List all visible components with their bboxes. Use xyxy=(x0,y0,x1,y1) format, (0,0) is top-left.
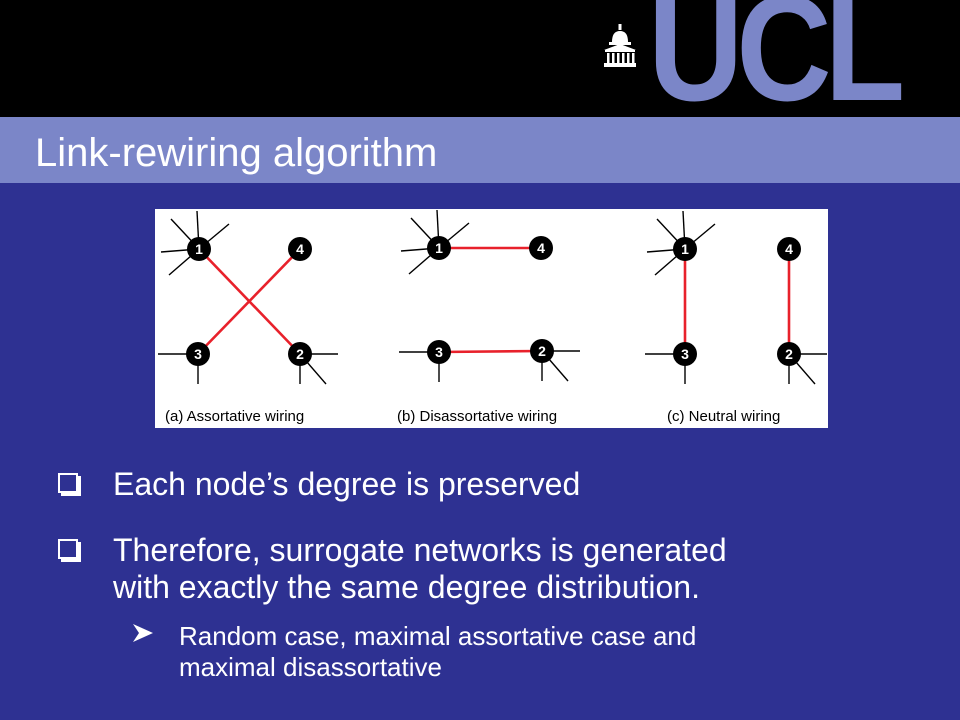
panel-caption: (a) Assortative wiring xyxy=(165,408,304,425)
node-label-2: 2 xyxy=(785,346,793,362)
node-3 xyxy=(427,340,451,364)
slide-title: Link-rewiring algorithm xyxy=(35,131,438,175)
top-bar xyxy=(0,0,960,117)
link-4-3 xyxy=(197,248,301,355)
title-band xyxy=(0,117,960,183)
node-label-2: 2 xyxy=(538,343,546,359)
panel-caption: (b) Disassortative wiring xyxy=(397,408,557,425)
bullet-text: Therefore, surrogate networks is generat… xyxy=(113,532,727,606)
node-label-1: 1 xyxy=(681,241,689,257)
node-label-3: 3 xyxy=(194,346,202,362)
bullet-line: with exactly the same degree distributio… xyxy=(113,569,700,605)
node-3 xyxy=(673,342,697,366)
node-label-4: 4 xyxy=(537,240,545,256)
ucl-logo: UCL xyxy=(648,0,905,132)
bullet-degree-preserved: Each node’s degree is preserved xyxy=(58,466,858,503)
node-2 xyxy=(288,342,312,366)
wiring-diagram-canvas: 1 4 3 2 (a) Assortative wiring 1 4 3 2 (b) Disass… xyxy=(158,209,827,425)
node-3 xyxy=(186,342,210,366)
sub-bullet-line: maximal disassortative xyxy=(179,652,442,682)
checkbox-bullet-icon xyxy=(58,539,78,559)
bullet-line: Therefore, surrogate networks is generat… xyxy=(113,532,727,568)
node-4 xyxy=(288,237,312,261)
node-label-2: 2 xyxy=(296,346,304,362)
checkbox-bullet-icon xyxy=(58,473,78,493)
node-label-1: 1 xyxy=(435,240,443,256)
node-label-4: 4 xyxy=(785,241,793,257)
wiring-diagram: 1 4 3 2 (a) Assortative wiring 1 4 3 2 (b) Disass… xyxy=(155,209,828,428)
panel-caption: (c) Neutral wiring xyxy=(667,408,780,425)
sub-bullet-cases: Random case, maximal assortative case an… xyxy=(132,621,892,685)
node-4 xyxy=(777,237,801,261)
node-label-1: 1 xyxy=(195,241,203,257)
bullet-surrogate-networks: Therefore, surrogate networks is generat… xyxy=(58,532,858,608)
node-label-4: 4 xyxy=(296,241,304,257)
node-1 xyxy=(427,236,451,260)
node-label-3: 3 xyxy=(681,346,689,362)
node-2 xyxy=(777,342,801,366)
sub-bullet-line: Random case, maximal assortative case an… xyxy=(179,621,697,651)
bullet-text: Each node’s degree is preserved xyxy=(113,466,581,502)
node-1 xyxy=(187,237,211,261)
node-label-3: 3 xyxy=(435,344,443,360)
portico-icon xyxy=(604,24,636,67)
link-3-2 xyxy=(438,349,543,354)
node-2 xyxy=(530,339,554,363)
sub-bullet-text: Random case, maximal assortative case an… xyxy=(179,621,696,683)
node-1 xyxy=(673,237,697,261)
node-4 xyxy=(529,236,553,260)
arrow-bullet-icon xyxy=(133,624,153,642)
